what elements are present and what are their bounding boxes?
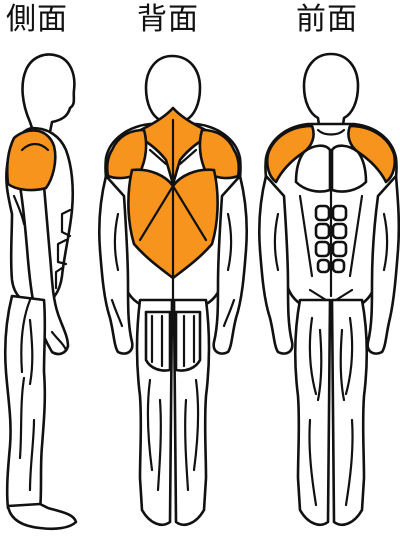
side-leg [5, 296, 45, 510]
side-foot [8, 504, 76, 529]
side-deltoid [7, 130, 55, 190]
front-legs [295, 300, 367, 525]
side-head [23, 55, 75, 134]
back-view-figure [99, 56, 247, 525]
front-view-figure [259, 54, 399, 525]
front-head [304, 54, 358, 132]
side-view-figure [5, 55, 76, 529]
